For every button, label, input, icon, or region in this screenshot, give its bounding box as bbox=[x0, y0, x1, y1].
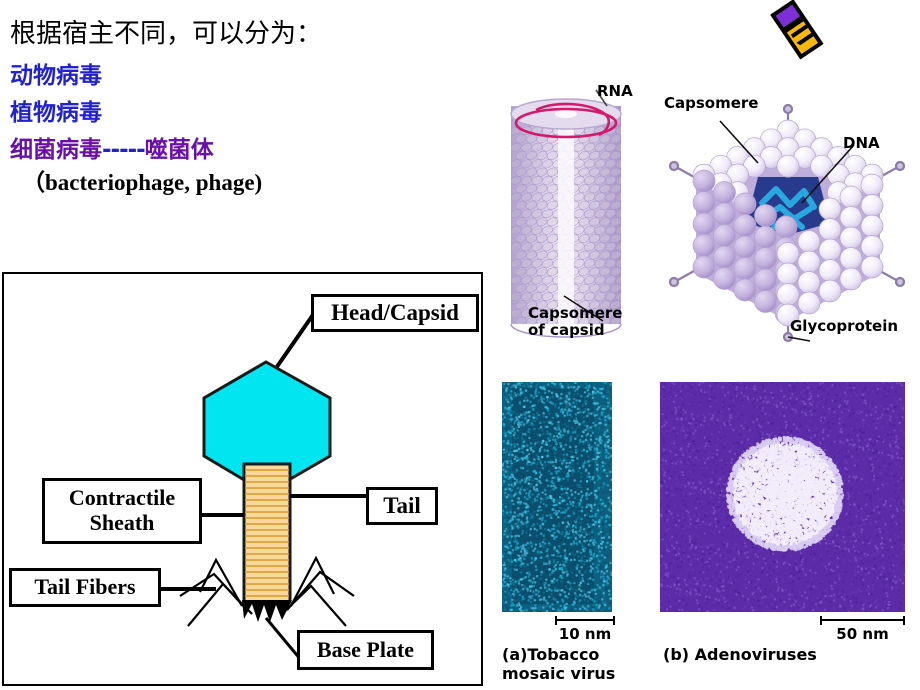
rna-helix bbox=[514, 102, 618, 139]
hollow-core bbox=[558, 116, 574, 324]
tmv-illustration bbox=[510, 89, 622, 338]
glycoprotein-spikes bbox=[668, 103, 906, 343]
slide-text-block: 根据宿主不同，可以分为： 动物病毒 植物病毒 细菌病毒-----噬菌体 （bac… bbox=[10, 18, 480, 194]
label-head-capsid: Head/Capsid bbox=[311, 294, 479, 332]
bacterial-prefix: 细菌病毒 bbox=[10, 137, 102, 164]
scalebar-adeno: 50 nm bbox=[820, 616, 905, 643]
contractile-sheath bbox=[242, 462, 292, 604]
list-item-plant-virus: 植物病毒 bbox=[10, 100, 102, 127]
label-capsomere-of-capsid: Capsomere of capsid bbox=[528, 304, 623, 339]
capsomere-spheres bbox=[692, 119, 884, 327]
label-dna: DNA bbox=[843, 134, 880, 152]
bacteriophage-latin-name: （bacteriophage, phage) bbox=[22, 170, 263, 196]
pencil-icon bbox=[770, 0, 824, 60]
list-item-animal-virus: 动物病毒 bbox=[10, 63, 102, 90]
phage-drawing bbox=[160, 307, 368, 661]
caption-adenoviruses: (b) Adenoviruses bbox=[663, 645, 817, 664]
cylinder-top-hole bbox=[555, 110, 577, 118]
micrograph-tobacco-mosaic-virus bbox=[502, 382, 612, 612]
micrograph-adenoviruses bbox=[660, 382, 905, 612]
label-tail: Tail bbox=[366, 487, 438, 525]
caption-tobacco-mosaic-virus: (a)Tobacco mosaic virus bbox=[502, 645, 616, 683]
base-plate bbox=[242, 600, 292, 622]
slide-title: 根据宿主不同，可以分为： bbox=[10, 19, 323, 49]
scalebar-label-adeno: 50 nm bbox=[836, 625, 889, 643]
label-glycoprotein: Glycoprotein bbox=[790, 317, 899, 335]
scalebar-line-tmv bbox=[555, 616, 615, 625]
label-base-plate: Base Plate bbox=[297, 630, 434, 670]
adenovirus-illustration bbox=[668, 103, 906, 343]
leader-rna bbox=[595, 89, 608, 107]
label-capsomere-adeno: Capsomere bbox=[664, 94, 759, 112]
leader-capsomere bbox=[563, 295, 604, 322]
leader-base bbox=[264, 617, 303, 661]
scalebar-label-tmv: 10 nm bbox=[558, 625, 612, 643]
list-item-bacterial-virus: 细菌病毒-----噬菌体 bbox=[10, 139, 480, 162]
leader-capsomere-adeno bbox=[719, 120, 759, 164]
scalebar-tmv: 10 nm bbox=[555, 616, 615, 643]
sheath-stripes bbox=[245, 469, 289, 597]
leader-head bbox=[272, 307, 319, 373]
bacterial-dashes: ----- bbox=[102, 137, 146, 164]
bacterial-suffix: 噬菌体 bbox=[144, 137, 214, 164]
label-contractile-sheath: Contractile Sheath bbox=[42, 478, 202, 544]
label-rna: RNA bbox=[597, 82, 633, 100]
leader-dna bbox=[801, 144, 855, 204]
cylinder-bottom bbox=[510, 323, 622, 338]
scalebar-line-adeno bbox=[820, 616, 905, 625]
leader-glycoprotein bbox=[787, 336, 811, 342]
label-tail-fibers: Tail Fibers bbox=[9, 568, 161, 607]
